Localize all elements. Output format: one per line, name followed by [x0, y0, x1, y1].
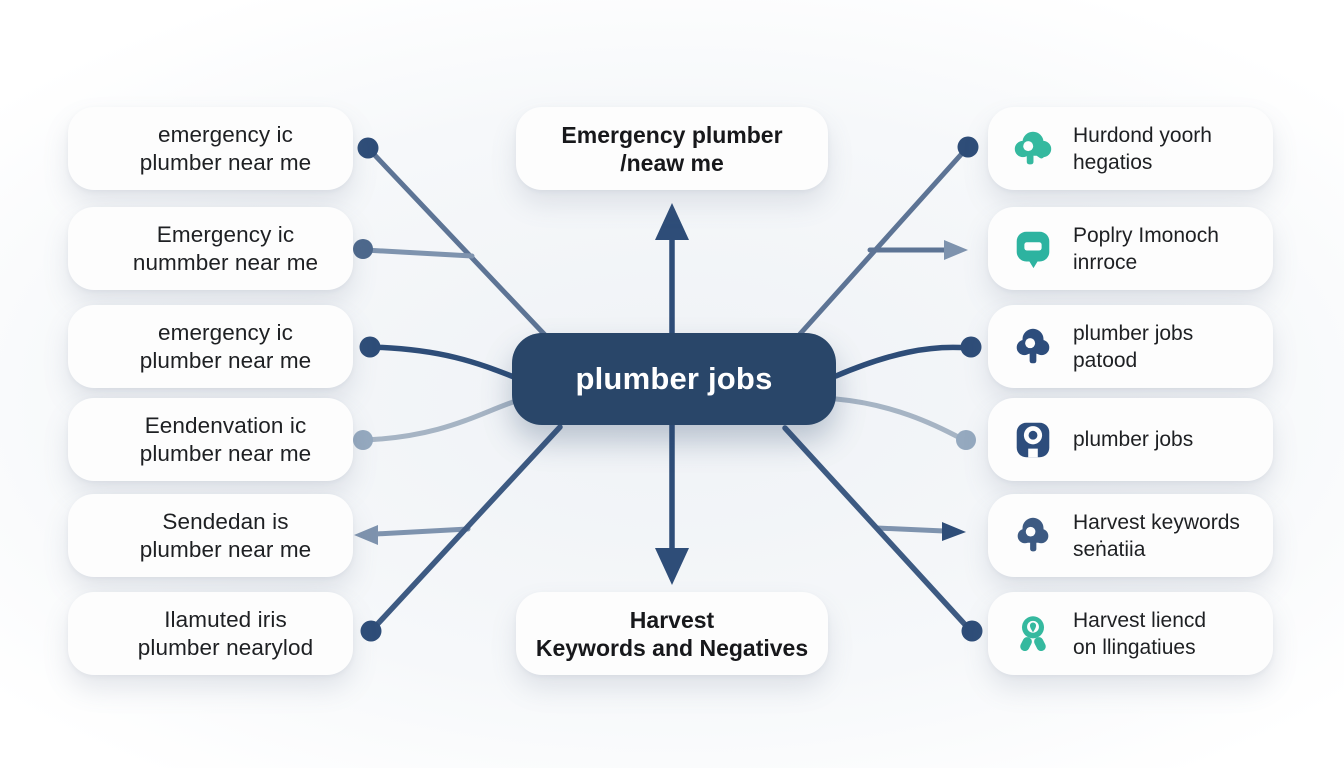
connector-right-5 — [874, 525, 947, 534]
right-item-text: plumber jobs — [1073, 428, 1194, 451]
right-item-3: plumber jobs patood — [988, 305, 1273, 388]
top-node-text: Emergency plumber — [561, 121, 783, 148]
right-item-text: Poplry Imonoch — [1073, 223, 1219, 247]
right-item-text: hegatios — [1073, 150, 1153, 174]
connector-dot — [960, 336, 982, 358]
center-node: plumber jobs — [512, 333, 836, 425]
arrowhead-left-icon — [354, 525, 378, 545]
connector-dot — [353, 430, 373, 450]
right-item-text: Hurdond yoorh — [1073, 123, 1212, 147]
connector-left-3 — [367, 344, 517, 380]
connector-dot — [359, 336, 381, 358]
keyword-text: Emergency ic — [156, 221, 295, 247]
top-node: Emergency plumber/neaw me — [516, 107, 828, 190]
tree-icon — [1010, 513, 1056, 559]
right-item-text: Harvest liencd — [1073, 608, 1207, 632]
arrowhead-right-5-icon — [942, 522, 966, 541]
right-item-5: Harvest keywords seṅatiia — [988, 494, 1273, 577]
right-item-text: patood — [1073, 348, 1138, 372]
connector-dot — [360, 620, 382, 642]
arrowhead-right-2-icon — [944, 240, 968, 260]
connector-right-4 — [833, 396, 965, 442]
keyword-text: Ilamuted iris — [164, 606, 287, 632]
keyword-text: plumber near me — [139, 440, 312, 466]
right-item-text: Harvest keywords — [1073, 510, 1240, 534]
connector-left-2 — [362, 247, 475, 259]
right-item-1: Hurdond yoorh hegatios — [988, 107, 1273, 190]
center-node-label: plumber jobs — [575, 361, 773, 396]
right-item-text: on llingatiues — [1073, 635, 1196, 659]
top-node-text: /neaw me — [620, 149, 724, 176]
keyword-text: plumber nearylod — [137, 634, 314, 660]
keyword-text: emergency ic — [157, 319, 293, 345]
keyword-text: Eendenvation ic — [144, 412, 307, 438]
connector-dot — [961, 620, 983, 642]
connector-right-3 — [833, 344, 971, 379]
connector-right-1 — [797, 146, 969, 337]
connector-left-6 — [369, 424, 563, 633]
connector-dot — [956, 430, 976, 450]
keyword-text: nummber near me — [132, 249, 319, 275]
bottom-node-text: Keywords and Negatives — [535, 634, 809, 661]
award-pin-icon — [1010, 611, 1056, 657]
bottom-node-text: Harvest — [629, 606, 715, 633]
right-item-text: inrroce — [1073, 250, 1138, 274]
right-item-text: plumber jobs — [1073, 321, 1194, 345]
tree-cloud-icon — [1010, 126, 1056, 172]
keyword-text: plumber near me — [139, 536, 312, 562]
right-item-text: seṅatiia — [1073, 537, 1146, 561]
webcam-icon — [1010, 417, 1056, 463]
connector-dot — [353, 239, 373, 259]
right-item-6: Harvest liencd on llingatiues — [988, 592, 1273, 675]
connector-left-1 — [365, 145, 548, 338]
keyword-text: plumber near me — [139, 347, 312, 373]
keyword-text: plumber near me — [139, 149, 312, 175]
tree-icon — [1010, 324, 1056, 370]
connector-dot — [357, 137, 379, 159]
connector-dot — [957, 136, 979, 158]
connector-left-5 — [373, 526, 471, 537]
arrowhead-up-icon — [655, 203, 689, 240]
chat-bubble-icon — [1010, 226, 1056, 272]
right-item-4: plumber jobs — [988, 398, 1273, 481]
connector-left-4 — [361, 399, 516, 443]
right-item-2: Poplry Imonoch inrroce — [988, 207, 1273, 290]
keyword-text: Sendedan is — [162, 508, 289, 534]
keyword-text: emergency ic — [157, 121, 293, 147]
connector-right-6 — [782, 425, 973, 633]
arrowhead-down-icon — [655, 548, 689, 585]
